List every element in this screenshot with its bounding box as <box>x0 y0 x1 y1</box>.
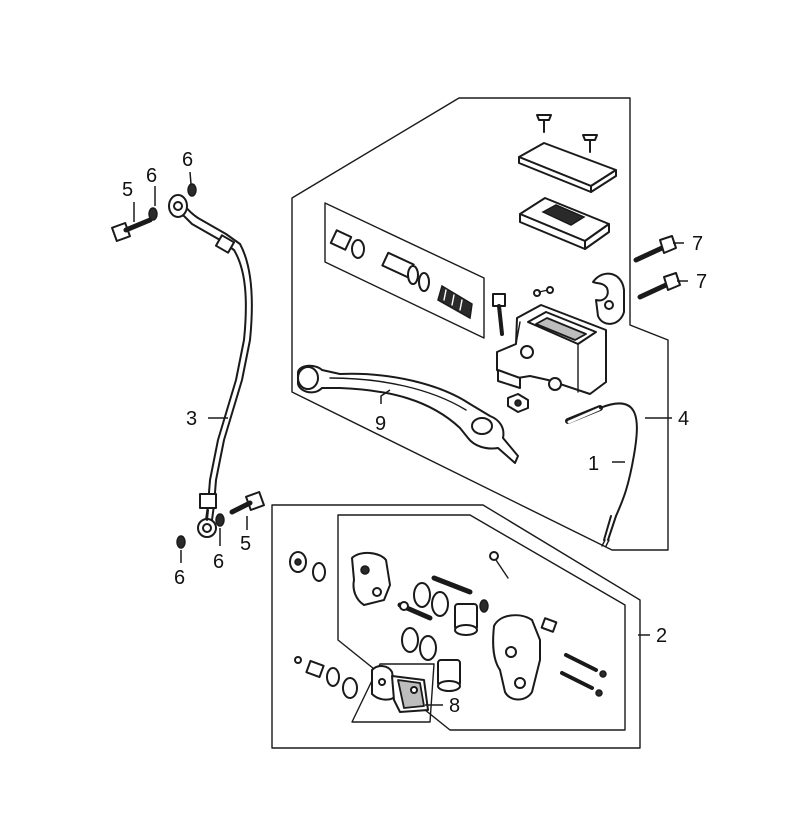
piston-seals <box>401 582 449 661</box>
master-cylinder-body <box>496 304 607 395</box>
caliper-bracket <box>351 552 391 606</box>
reservoir-cap <box>518 142 617 193</box>
hose-bolt-lower <box>229 491 265 515</box>
callout-6-upper-left: 6 <box>146 165 157 187</box>
caliper-seals-left <box>289 551 326 582</box>
callout-5-upper: 5 <box>122 179 133 201</box>
washer-upper-left <box>148 207 158 221</box>
brake-switch <box>565 402 638 547</box>
pistons <box>437 603 478 692</box>
callout-6-lower-left: 6 <box>174 567 185 589</box>
reservoir-diaphragm <box>519 197 610 250</box>
lever-pivot-bolt <box>492 293 506 336</box>
leader-lines <box>133 171 688 706</box>
callout-5-lower: 5 <box>240 533 251 555</box>
caliper-group-frame <box>271 504 641 749</box>
bleeder <box>479 551 509 613</box>
callout-8: 8 <box>449 695 460 717</box>
hose-bolt-upper <box>111 217 153 242</box>
seal-kit-frame <box>324 202 485 339</box>
callout-1: 1 <box>588 453 599 475</box>
washer-upper-right <box>187 183 197 197</box>
callout-6-lower-right: 6 <box>213 551 224 573</box>
caliper-body <box>492 614 558 701</box>
bolt-7-lower <box>637 272 681 300</box>
master-cylinder-group-frame <box>291 97 669 551</box>
brake-pads <box>351 663 435 723</box>
reservoir-screws <box>536 114 598 153</box>
caliper-inner-frame <box>337 514 626 731</box>
callout-4: 4 <box>678 408 689 430</box>
brake-hose <box>168 194 253 538</box>
callout-6-upper-right: 6 <box>182 149 193 171</box>
callout-9: 9 <box>375 413 386 435</box>
switch-screw <box>533 286 554 297</box>
washer-lower-left <box>176 535 186 549</box>
caliper-mount-bolts <box>560 653 607 697</box>
callout-7-upper: 7 <box>692 233 703 255</box>
handlebar-clamp <box>592 272 625 325</box>
brake-lever <box>297 364 519 464</box>
caliper-pins <box>397 575 473 621</box>
master-nut <box>507 393 529 413</box>
callout-3: 3 <box>186 408 197 430</box>
bolt-7-upper <box>633 235 677 263</box>
callout-2: 2 <box>656 625 667 647</box>
slide-pins-left <box>294 656 358 699</box>
washer-lower-right <box>215 513 225 527</box>
seal-kit-parts <box>329 229 473 320</box>
callout-7-lower: 7 <box>696 271 707 293</box>
